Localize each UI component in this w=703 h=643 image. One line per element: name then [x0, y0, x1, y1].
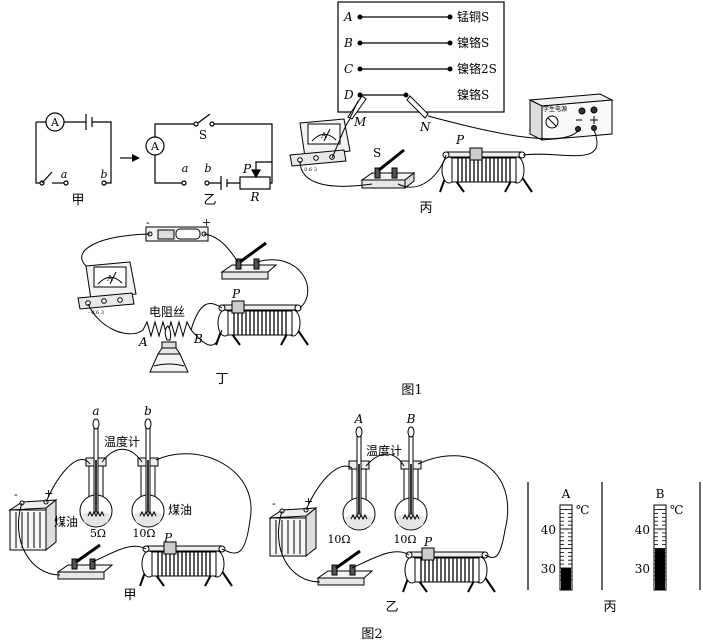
rheostat-bing — [439, 147, 533, 193]
fig2-jia-thermometer-a: a — [92, 404, 99, 418]
battery-box-fig2-yi — [268, 506, 318, 558]
fig1-panel-jia — [35, 112, 112, 186]
rheostat-fig2-jia — [139, 541, 233, 587]
fig1-yi-panel-label: 乙 — [203, 193, 216, 208]
fig1-jia-terminal-b: b — [100, 168, 107, 181]
alligator-clip-n — [406, 95, 429, 119]
thermometer-a-unit: ℃ — [576, 503, 589, 517]
thermometer-a-liquid-column — [561, 568, 571, 590]
connecting-wires-fig2-yi — [277, 453, 509, 583]
fig1-yi-ammeter-label: A — [150, 140, 160, 153]
resistance-wire-label: 电阻丝 — [149, 305, 185, 319]
fig1-jia-ammeter-label: A — [50, 116, 60, 129]
ammeter-bing-scale: - 0.6 3 — [301, 167, 317, 173]
knife-switch-bing — [360, 148, 416, 190]
fig2-jia-r-right: 10Ω — [132, 527, 155, 540]
power-supply-label: 学生电源 — [543, 105, 567, 113]
switch-bing-label: S — [373, 146, 381, 160]
fig2-yi-panel-label: 乙 — [385, 600, 398, 615]
fig1-jia-panel-label: 甲 — [71, 193, 84, 208]
wire-name-a: A — [343, 10, 353, 24]
fig2-yi-battery-minus: - — [272, 497, 276, 510]
thermometer-b-name: B — [656, 487, 665, 501]
fig2-jia-battery-minus: - — [14, 488, 18, 501]
battery-box-fig2-jia — [8, 498, 58, 552]
connecting-wires-fig2-jia — [17, 448, 252, 576]
clip-n-label: N — [419, 120, 431, 134]
alligator-clip-m — [347, 95, 367, 120]
connecting-wires-bing — [299, 115, 598, 188]
battery-ding-plus: + — [202, 216, 211, 229]
thermometers-fig2-jia — [92, 418, 152, 513]
fig2-yi-thermometer-b: B — [406, 412, 416, 426]
point-b-label: B — [193, 332, 203, 346]
point-a-label: A — [138, 335, 148, 349]
wire-material-b: 镍铬S — [457, 35, 489, 50]
fig2-yi-thermometer-label: 温度计 — [366, 443, 402, 458]
fig2-jia-thermometer-label: 温度计 — [104, 434, 140, 449]
thermometer-b-tick-label: 40 — [635, 523, 650, 537]
ammeter-bing-letter: A — [320, 131, 327, 140]
fig2-jia-thermometer-b: b — [144, 404, 152, 418]
rheostat-bing-slider-label: P — [455, 133, 465, 147]
fig2-bing-frame — [527, 482, 701, 590]
fig1-jia-terminal-a: a — [61, 168, 68, 181]
wire-material-a: 锰铜S — [457, 9, 489, 24]
thermometer-a-tick-label: 30 — [541, 562, 556, 576]
battery-holder-ding — [145, 226, 209, 242]
wire-material-d: 镍铬S — [457, 87, 489, 102]
fig2-jia-slider-label: P — [163, 531, 173, 545]
rheostat-symbol — [239, 176, 271, 190]
fig2-yi-r-left: 10Ω — [327, 533, 350, 546]
fig2-jia-liquid-left: 煤油 — [54, 515, 78, 529]
thermometer-a-name: A — [561, 487, 571, 501]
transition-arrow — [120, 154, 140, 162]
fig2-yi-slider-label: P — [423, 535, 433, 549]
fig1-yi-slider-label: P — [242, 162, 252, 176]
battery-ding-minus: - — [146, 216, 150, 229]
figure1-caption: 图1 — [401, 383, 422, 398]
fig1-yi-switch-label: S — [199, 128, 207, 142]
wire-name-b: B — [343, 36, 353, 50]
fig2-yi-r-right: 10Ω — [393, 533, 416, 546]
rheostat-fig2-yi — [402, 547, 496, 593]
power-supply — [528, 93, 614, 141]
clip-m-label: M — [353, 115, 367, 129]
connecting-wires-ding — [81, 233, 309, 346]
fig1-panel-yi — [145, 113, 273, 190]
ammeter-ding-scale: - 0.6 3 — [88, 310, 104, 316]
wire-name-c: C — [344, 62, 353, 76]
thermometer-reading-gauges: A ℃ 40 30 B ℃ 40 30 — [541, 487, 683, 591]
wire-name-d: D — [343, 88, 354, 102]
figure2-caption: 图2 — [361, 627, 382, 642]
wire-material-c: 镍铬2S — [457, 61, 497, 76]
fig2-yi-thermometer-a: A — [354, 412, 364, 426]
thermometer-b-liquid-column — [655, 548, 665, 590]
alcohol-lamp — [149, 325, 189, 373]
thermometer-b-tick-label: 30 — [635, 562, 650, 576]
fig2-jia-battery-plus: + — [44, 487, 53, 500]
fig1-yi-terminal-b: b — [204, 162, 211, 175]
rheostat-ding-slider-label: P — [231, 287, 241, 301]
thermometer-a-tick-label: 40 — [541, 523, 556, 537]
knife-switch-fig2-jia — [56, 543, 114, 580]
fig2-jia-r-left: 5Ω — [90, 527, 106, 540]
thermometers-fig2-yi — [355, 426, 415, 515]
fig2-bing-panel-label: 丙 — [603, 600, 616, 615]
rheostat-ding — [215, 300, 309, 346]
knife-switch-fig2-yi — [316, 549, 374, 586]
fig2-jia-liquid-right: 煤油 — [168, 503, 192, 517]
ammeter-device-ding — [77, 261, 137, 310]
thermometer-b-unit: ℃ — [670, 503, 683, 517]
fig2-jia-panel-label: 甲 — [123, 588, 136, 603]
fig2-yi-battery-plus: + — [304, 495, 313, 508]
fig1-bing-panel-label: 丙 — [419, 201, 432, 216]
ammeter-ding-letter: A — [106, 274, 113, 283]
fig1-yi-rheostat-label: R — [249, 190, 259, 204]
fig1-ding-panel-label: 丁 — [215, 372, 228, 387]
knife-switch-ding — [220, 241, 278, 280]
ammeter-device-bing — [289, 118, 351, 167]
fig1-yi-terminal-a: a — [182, 162, 189, 175]
